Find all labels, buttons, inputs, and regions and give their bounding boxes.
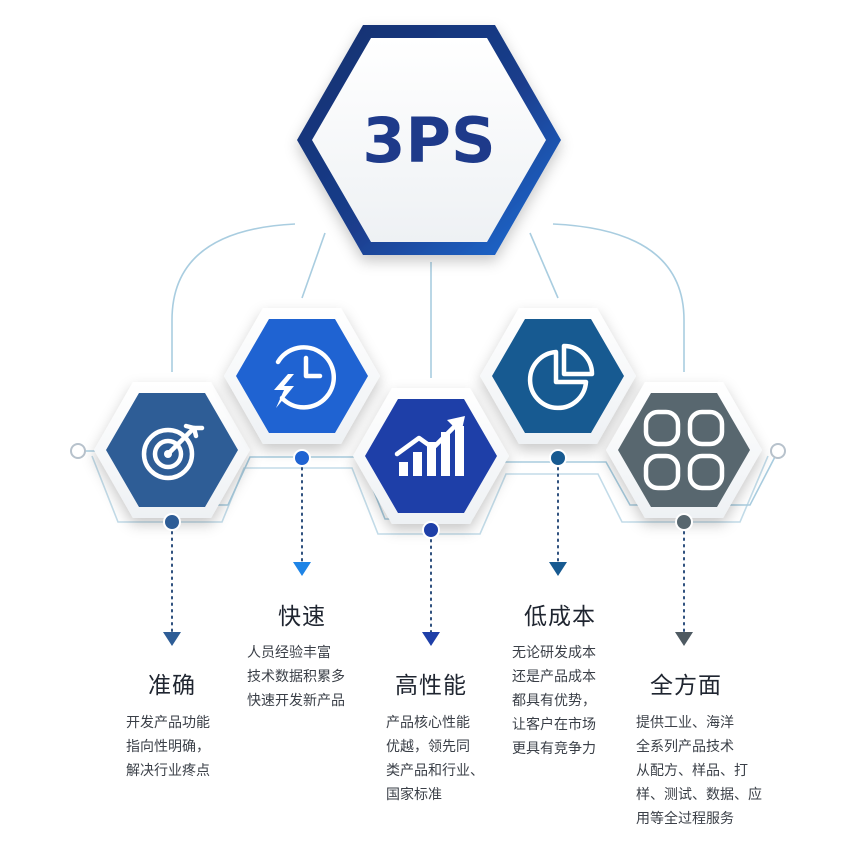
feature-hexagons bbox=[94, 308, 762, 524]
hub-label: 3PS bbox=[362, 104, 495, 177]
hub-hexagon bbox=[297, 25, 561, 255]
item-desc-speed: 人员经验丰富 技术数据积累多 快速开发新产品 bbox=[247, 645, 345, 709]
down-arrow-icon bbox=[549, 562, 567, 576]
pie-chart-icon bbox=[527, 343, 595, 411]
node-dot-accuracy bbox=[163, 513, 181, 531]
down-arrow-icon bbox=[422, 632, 440, 646]
item-title-comprehensive: 全方面 bbox=[650, 673, 722, 699]
drop-performance bbox=[422, 521, 440, 646]
left-end-dot bbox=[70, 443, 86, 459]
target-icon bbox=[141, 423, 205, 481]
hexagon-fill bbox=[236, 319, 368, 433]
hexagon-performance bbox=[353, 388, 509, 524]
item-title-cost: 低成本 bbox=[524, 604, 596, 630]
drop-speed bbox=[293, 449, 311, 576]
hexagon-speed bbox=[224, 308, 380, 444]
item-desc-performance: 产品核心性能 优越，领先同 类产品和行业、 国家标准 bbox=[386, 715, 484, 803]
node-dot-comprehensive bbox=[675, 513, 693, 531]
growth-chart-icon bbox=[394, 416, 465, 476]
clover-icon bbox=[643, 409, 725, 491]
item-desc-cost: 无论研发成本 还是产品成本 都具有优势， 让客户在市场 更具有竞争力 bbox=[512, 645, 596, 757]
item-title-speed: 快速 bbox=[278, 604, 326, 630]
item-desc-comprehensive: 提供工业、海洋 全系列产品技术 从配方、样品、打 样、测试、数据、应 用等全过程… bbox=[636, 715, 762, 827]
hexagon-cost bbox=[480, 308, 636, 444]
drop-cost bbox=[549, 449, 567, 576]
right-end-dot bbox=[770, 443, 786, 459]
node-dot-performance bbox=[422, 521, 440, 539]
fast-clock-icon bbox=[274, 345, 336, 410]
drop-accuracy bbox=[163, 513, 181, 646]
hexagon-comprehensive bbox=[606, 382, 762, 518]
hexagon-accuracy bbox=[94, 382, 250, 518]
down-arrow-icon bbox=[163, 632, 181, 646]
item-title-accuracy: 准确 bbox=[148, 673, 196, 699]
hexagon-fill bbox=[618, 393, 750, 507]
item-title-performance: 高性能 bbox=[395, 673, 467, 699]
node-dot-speed bbox=[293, 449, 311, 467]
node-dot-cost bbox=[549, 449, 567, 467]
down-arrow-icon bbox=[675, 632, 693, 646]
item-desc-accuracy: 开发产品功能 指向性明确， 解决行业疼点 bbox=[126, 715, 210, 779]
drop-comprehensive bbox=[675, 513, 693, 646]
down-arrow-icon bbox=[293, 562, 311, 576]
drop-indicators bbox=[163, 449, 693, 646]
